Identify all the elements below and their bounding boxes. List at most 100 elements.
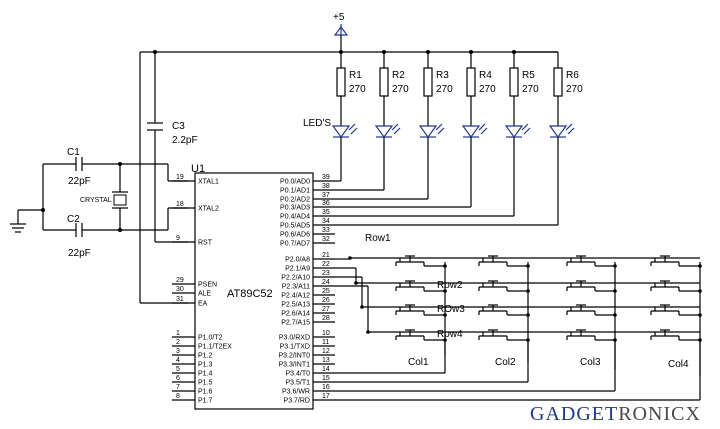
pin-name: P3.0/RXD: [279, 335, 310, 342]
pin-number: 8: [176, 393, 180, 400]
pin-name: P2.4/A12: [281, 293, 310, 300]
mcu-body: [194, 172, 314, 410]
pin-number: 3: [176, 348, 180, 355]
resistor-value: 270: [392, 84, 409, 95]
pin-name: P0.1/AD1: [280, 188, 310, 195]
pin-number: 16: [322, 384, 330, 391]
pin-number: 30: [176, 286, 184, 293]
keypad-switch: [395, 255, 447, 268]
led: [461, 123, 488, 139]
pin-name: ALE: [198, 291, 212, 298]
pin-name: EA: [198, 301, 208, 308]
pin-name: P1.0/T2: [198, 335, 223, 342]
pin-number: 9: [176, 235, 180, 242]
pin-name: P1.6: [198, 389, 213, 396]
pin-number: 36: [322, 200, 330, 207]
pin-number: 22: [322, 261, 330, 268]
brand-part1: GADGET: [530, 403, 618, 425]
pin-number: 39: [322, 174, 330, 181]
resistor-ref: R5: [522, 70, 535, 81]
led-label: LED'S: [303, 118, 331, 129]
keypad-switch: [650, 280, 702, 293]
resistor-value: 270: [436, 84, 453, 95]
pin-name: P3.4/T0: [285, 371, 310, 378]
pin-name: P3.1/TXD: [280, 344, 310, 351]
col-net: [335, 340, 446, 374]
pin-number: 10: [322, 330, 330, 337]
keypad-switch: [566, 255, 617, 268]
pin-number: 6: [176, 375, 180, 382]
mcu-pin: 7P1.6: [172, 384, 213, 396]
pin-name: P1.7: [198, 398, 213, 405]
pin-name: P0.2/AD2: [280, 197, 310, 204]
pin-number: 31: [176, 296, 184, 303]
resistor-value: 270: [522, 84, 539, 95]
mcu-pin: 4P1.3: [172, 357, 213, 369]
pin-number: 32: [322, 236, 330, 243]
led: [548, 123, 575, 139]
col-net: [335, 340, 701, 401]
led: [504, 123, 531, 139]
pin-number: 1: [176, 330, 180, 337]
pin-name: RST: [198, 240, 213, 247]
mcu-pin: 1P1.0/T2: [172, 330, 223, 342]
pin-name: P1.1/T2EX: [198, 344, 232, 351]
vcc-label: +5: [333, 12, 345, 23]
pin-number: 38: [322, 183, 330, 190]
resistor-value: 270: [349, 84, 366, 95]
pin-number: 35: [322, 209, 330, 216]
pin-name: P3.3/INT1: [278, 362, 310, 369]
keypad-switch: [395, 329, 447, 342]
pin-number: 28: [322, 315, 330, 322]
resistor-value: 270: [479, 84, 496, 95]
pin-name: P2.3/A11: [282, 284, 310, 291]
pin-number: 33: [322, 227, 330, 234]
keypad-row-3: [335, 276, 700, 309]
col-net: [335, 340, 616, 392]
pin-name: P3.7/RD: [284, 398, 310, 405]
keypad-switch: [566, 329, 617, 342]
c3-ref: C3: [172, 121, 185, 132]
keypad-switch: [478, 280, 530, 293]
mcu-pin: 5P1.4: [172, 366, 213, 378]
led-nets: [335, 144, 559, 226]
pin-number: 18: [176, 201, 184, 208]
resistor-ref: R3: [436, 70, 449, 81]
pin-number: 12: [322, 348, 330, 355]
pin-name: P2.5/A13: [281, 302, 310, 309]
pin-name: P0.0/AD0: [280, 179, 310, 186]
resistor-value: 270: [566, 84, 583, 95]
keypad-row-2: [335, 267, 700, 285]
row-label: ROw3: [437, 304, 465, 315]
pin-number: 7: [176, 384, 180, 391]
keypad-row-4: [335, 285, 700, 334]
pin-name: P2.1/A9: [285, 266, 310, 273]
brand-logo: GADGETRONICX: [530, 403, 700, 425]
pin-name: P1.4: [198, 371, 213, 378]
pin-number: 17: [322, 393, 330, 400]
pin-number: 15: [322, 375, 330, 382]
pin-name: P0.4/AD4: [280, 214, 310, 221]
row-label: Row4: [437, 329, 463, 340]
